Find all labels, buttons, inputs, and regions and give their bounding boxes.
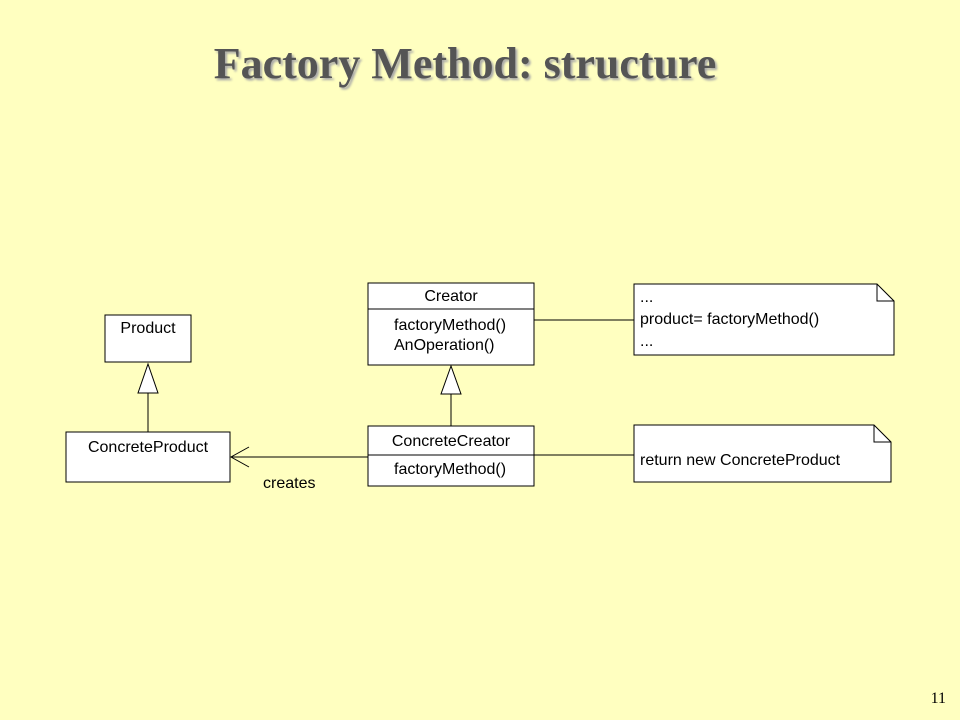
creates-label: creates [263, 475, 315, 492]
creates-arrow [229, 446, 368, 468]
creator-class: Creator factoryMethod() AnOperation() [367, 282, 535, 366]
concrete-product-class: ConcreteProduct [65, 431, 231, 483]
creator-operation: AnOperation() [394, 337, 495, 354]
product-inheritance-arrow [137, 362, 159, 432]
page-number: 11 [930, 690, 946, 707]
product-class: Product [104, 314, 192, 363]
concrete-creator-note-line: return new ConcreteProduct [640, 452, 841, 469]
creator-note-line: ... [640, 333, 653, 350]
concrete-creator-class: ConcreteCreator factoryMethod() [367, 425, 535, 487]
creator-note-line: product= factoryMethod() [640, 311, 819, 328]
creator-inheritance-arrow [440, 364, 462, 426]
concrete-product-class-name: ConcreteProduct [88, 439, 209, 456]
product-class-name: Product [120, 320, 176, 337]
creator-note-line: ... [640, 289, 653, 306]
creator-class-name: Creator [424, 288, 478, 305]
concrete-creator-operation: factoryMethod() [394, 461, 506, 478]
slide-title: Factory Method: structure [213, 39, 717, 88]
creator-operation: factoryMethod() [394, 317, 506, 334]
creator-note: ... product= factoryMethod() ... [534, 283, 895, 356]
concrete-creator-class-name: ConcreteCreator [392, 433, 511, 450]
concrete-creator-note: return new ConcreteProduct [534, 424, 892, 483]
note-fold-icon [873, 425, 891, 443]
note-fold-icon [876, 284, 894, 302]
